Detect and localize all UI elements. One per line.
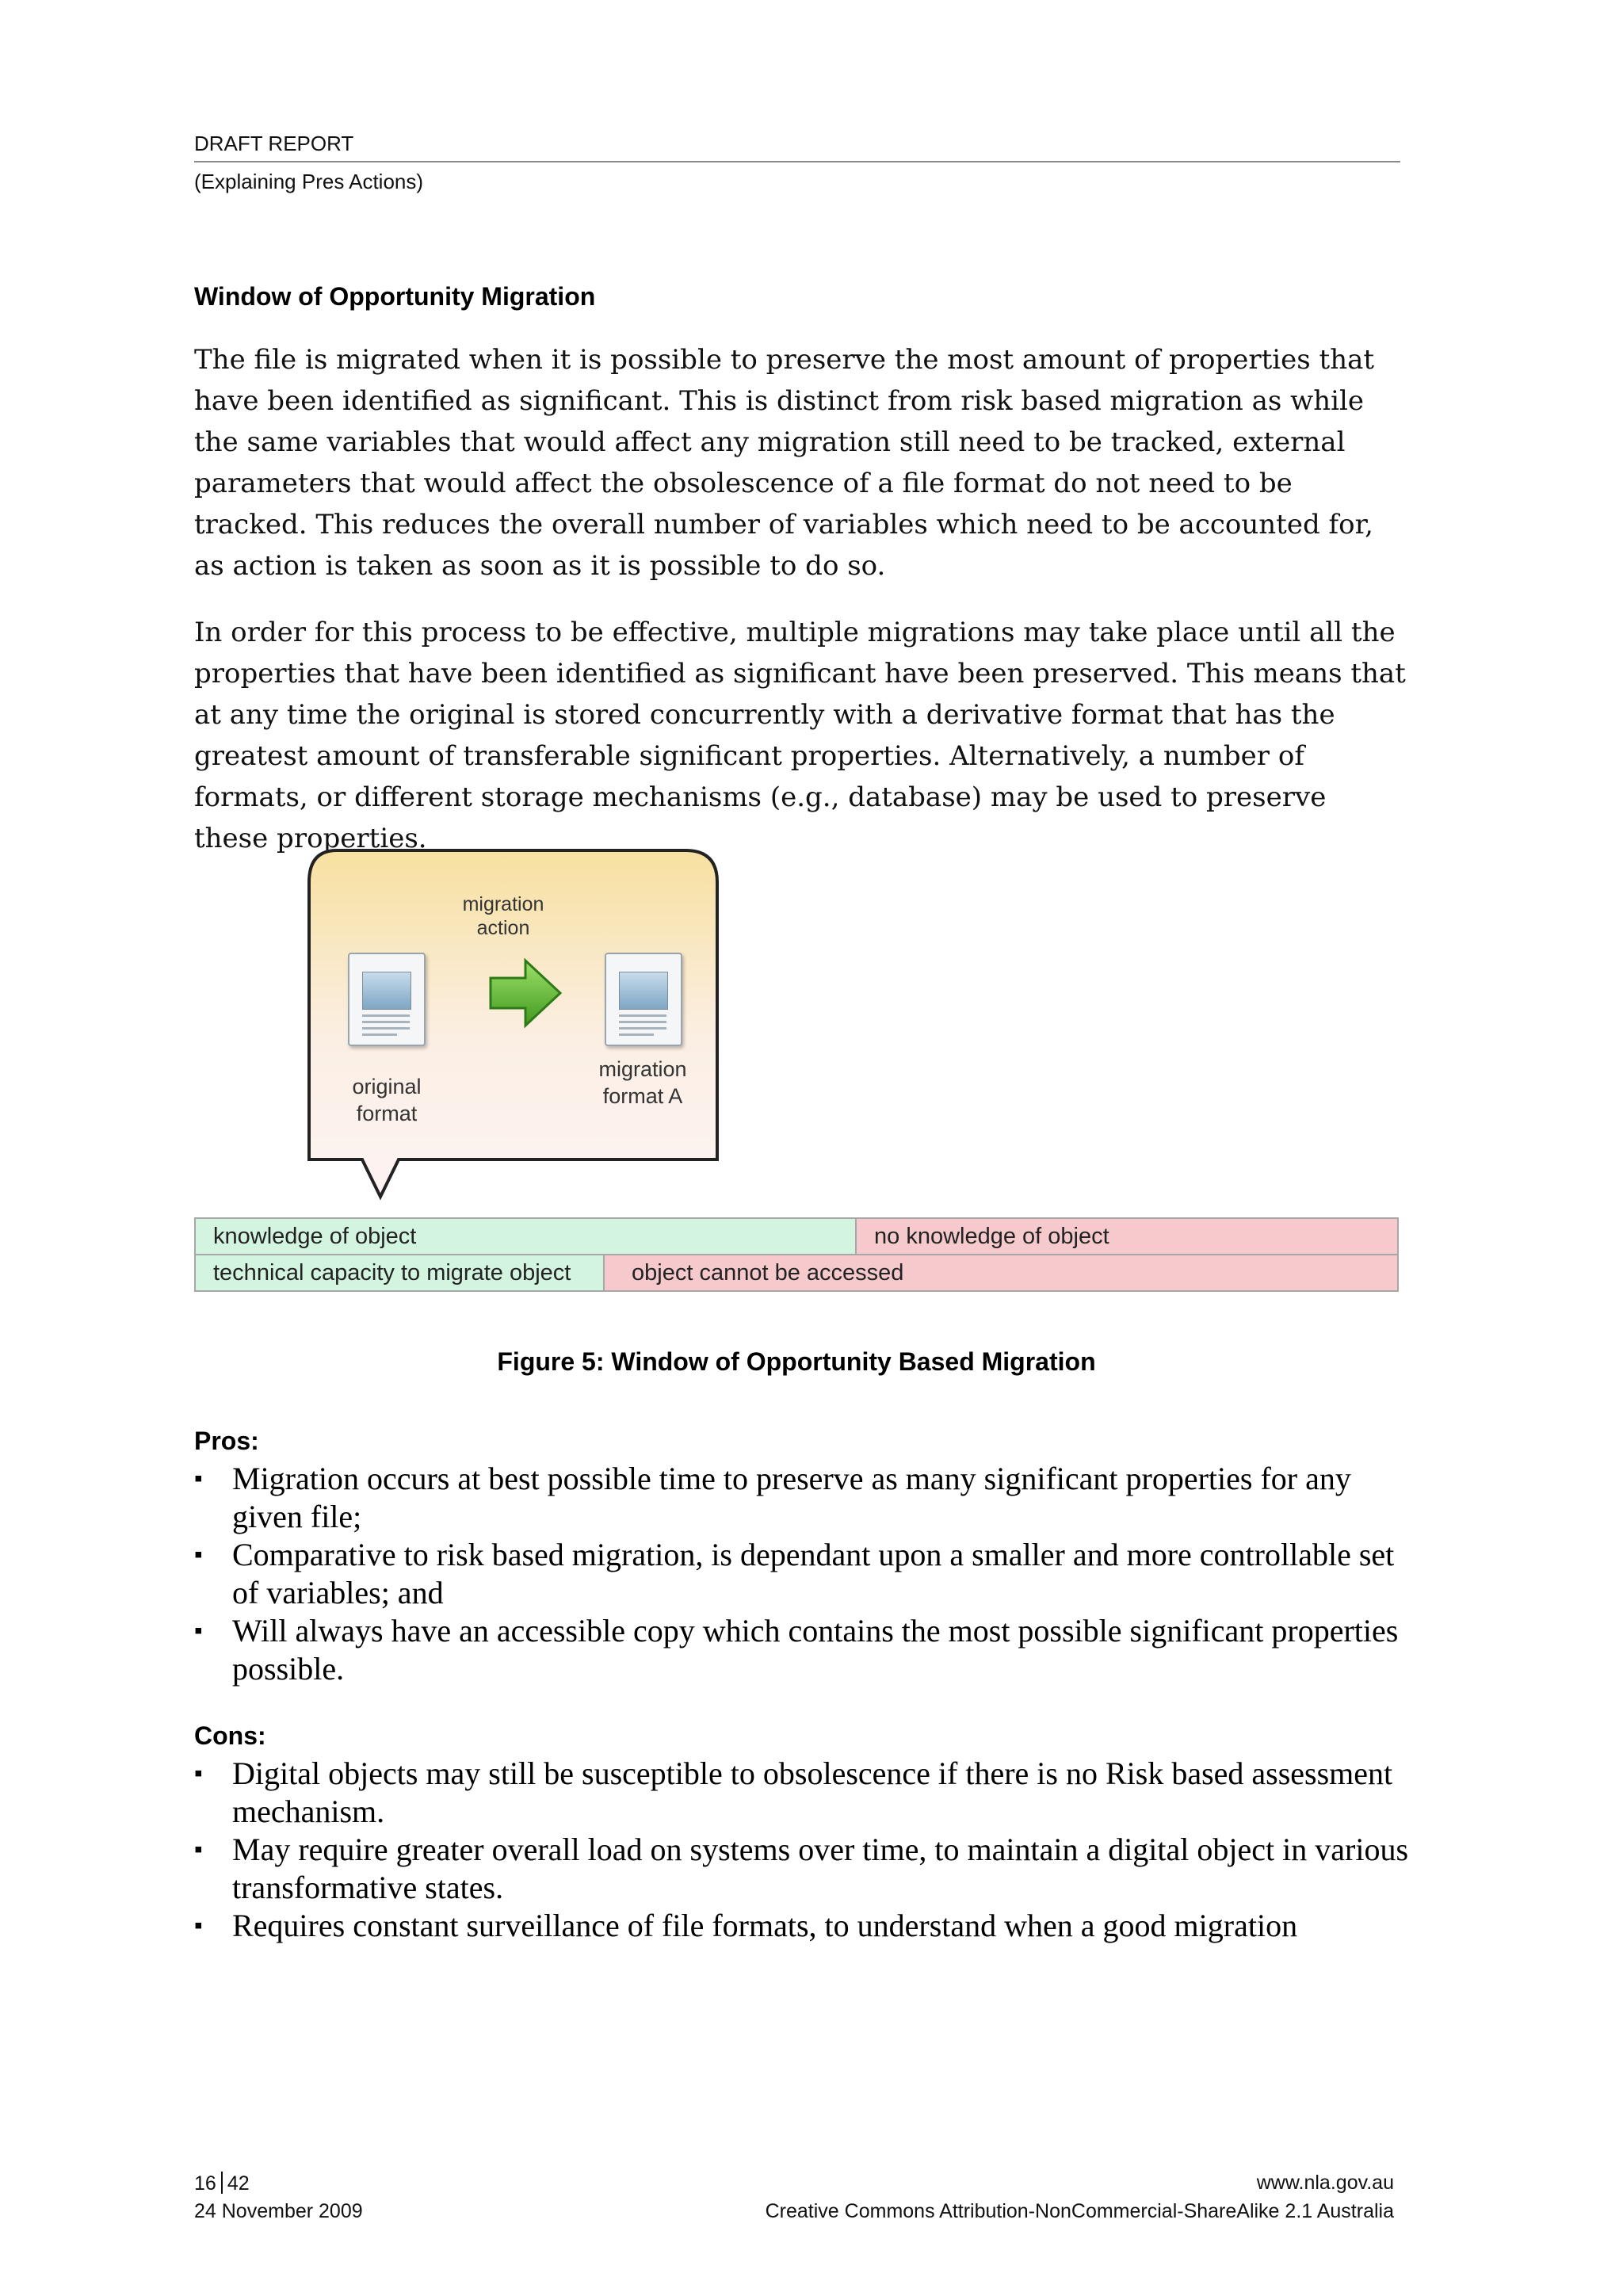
original-document-icon: [348, 953, 426, 1046]
footer-license: Creative Commons Attribution-NonCommerci…: [765, 2200, 1394, 2222]
migration-action-label: migration action: [462, 893, 544, 939]
body-paragraph-2: In order for this process to be effectiv…: [194, 617, 1406, 854]
list-item: ▪Comparative to risk based migration, is…: [194, 1537, 1395, 1610]
migration-figure: migration action original format migrati…: [194, 848, 1446, 1308]
list-item: ▪Will always have an accessible copy whi…: [194, 1613, 1399, 1687]
original-format-label: original format: [352, 1075, 422, 1125]
cons-list: ▪Digital objects may still be susceptibl…: [194, 1755, 1415, 1945]
timeline-row-knowledge: knowledge of object no knowledge of obje…: [194, 1217, 1399, 1255]
body-paragraph-1: The file is migrated when it is possible…: [194, 344, 1375, 582]
list-item: ▪Migration occurs at best possible time …: [194, 1461, 1351, 1534]
header-divider: [194, 161, 1400, 162]
migrated-document-icon: [605, 953, 682, 1046]
pros-list: ▪Migration occurs at best possible time …: [194, 1460, 1415, 1688]
timeline-row-capacity: technical capacity to migrate object obj…: [194, 1254, 1399, 1292]
header-title: DRAFT REPORT: [194, 132, 354, 155]
footer-url: www.nla.gov.au: [1256, 2172, 1394, 2194]
section-heading: Window of Opportunity Migration: [194, 282, 596, 311]
list-item: ▪May require greater overall load on sys…: [194, 1832, 1409, 1905]
pros-heading: Pros:: [194, 1427, 259, 1455]
callout-bubble: [307, 849, 719, 1201]
cons-heading: Cons:: [194, 1721, 266, 1750]
figure-caption: Figure 5: Window of Opportunity Based Mi…: [497, 1347, 1096, 1376]
list-item: ▪Requires constant surveillance of file …: [194, 1908, 1298, 1943]
list-item: ▪Digital objects may still be susceptibl…: [194, 1755, 1393, 1829]
migration-format-label: migration format A: [598, 1057, 687, 1108]
technical-capacity-bar: technical capacity to migrate object: [194, 1254, 605, 1292]
cannot-be-accessed-bar: object cannot be accessed: [603, 1254, 1399, 1292]
migration-arrow-icon: [489, 957, 563, 1029]
header-subtitle: (Explaining Pres Actions): [194, 170, 424, 193]
no-knowledge-of-object-bar: no knowledge of object: [855, 1217, 1399, 1255]
footer-date: 24 November 2009: [194, 2200, 363, 2222]
knowledge-of-object-bar: knowledge of object: [194, 1217, 857, 1255]
